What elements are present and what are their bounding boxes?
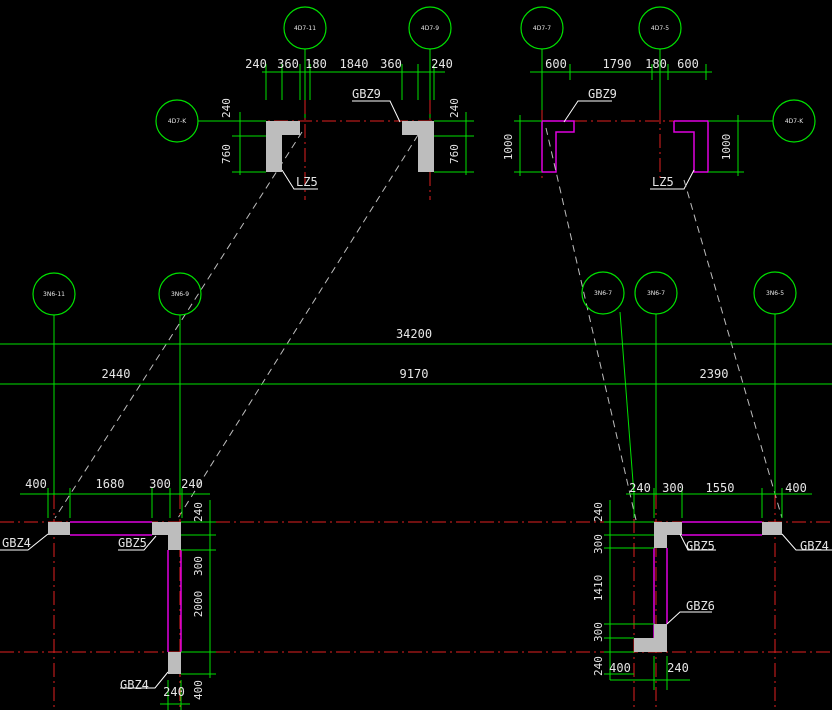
label-gbz9: GBZ9 <box>588 87 617 101</box>
label-gbz6: GBZ6 <box>686 599 715 613</box>
dim-text: 240 <box>163 685 185 699</box>
dim-text: 240 <box>181 477 203 491</box>
dim-text: 1000 <box>720 134 733 161</box>
top-grid-bubbles: 4D7-11 4D7-9 4D7-7 4D7-5 4D7-K 4D7-K <box>155 6 816 143</box>
grid-bubble-label: 3N6-9 <box>171 291 189 298</box>
dim-text: 400 <box>192 680 205 700</box>
dim-text: 300 <box>149 477 171 491</box>
dim-span: 2390 <box>700 367 729 381</box>
dim-text: 240 <box>592 502 605 522</box>
dim-text: 1000 <box>502 134 515 161</box>
column-gbz4-left[interactable] <box>48 522 70 535</box>
dim-text: 300 <box>662 481 684 495</box>
dim-text: 600 <box>545 57 567 71</box>
grid-bubble-label: 3N6-7 <box>594 290 612 297</box>
dim-text: 240 <box>192 502 205 522</box>
dim-text: 600 <box>677 57 699 71</box>
label-lz5: LZ5 <box>652 175 674 189</box>
dim-text: 300 <box>592 534 605 554</box>
dim-text: 1790 <box>603 57 632 71</box>
label-gbz4: GBZ4 <box>120 678 149 692</box>
column-gbz9[interactable] <box>402 121 434 172</box>
column-gbz6[interactable] <box>634 624 667 652</box>
bottom-left-plan: 400 1680 300 240 240 300 2000 400 240 <box>0 477 832 710</box>
label-gbz5: GBZ5 <box>118 536 147 550</box>
dim-text: 1680 <box>96 477 125 491</box>
dim-text: 360 <box>380 57 402 71</box>
label-gbz9: GBZ9 <box>352 87 381 101</box>
dim-text: 400 <box>609 661 631 675</box>
dim-text: 240 <box>245 57 267 71</box>
dim-text: 240 <box>431 57 453 71</box>
dim-text: 240 <box>629 481 651 495</box>
label-gbz5: GBZ5 <box>686 539 715 553</box>
grid-bubble-label: 4D7-7 <box>533 25 551 32</box>
dim-text: 240 <box>592 656 605 676</box>
overall-dimensions: 34200 2440 9170 2390 <box>0 327 832 385</box>
column-gbz5[interactable] <box>152 522 181 550</box>
column-gbz4[interactable] <box>762 522 782 535</box>
grid-bubble-label: 4D7-5 <box>651 25 669 32</box>
dim-text: 760 <box>220 144 233 164</box>
label-gbz4: GBZ4 <box>2 536 31 550</box>
grid-bubble-label: 4D7-K <box>168 118 187 125</box>
dim-text: 1840 <box>340 57 369 71</box>
label-gbz4: GBZ4 <box>800 539 829 553</box>
dim-text: 1550 <box>706 481 735 495</box>
dim-text: 400 <box>25 477 47 491</box>
dim-text: 400 <box>785 481 807 495</box>
bottom-grid-lines <box>53 311 776 496</box>
bottom-grid-bubbles: 3N6-11 3N6-9 3N6-7 3N6-7 3N6-5 <box>32 271 797 316</box>
dim-text: 1410 <box>592 575 605 602</box>
dim-span: 9170 <box>400 367 429 381</box>
dim-text: 360 <box>277 57 299 71</box>
column-gbz5[interactable] <box>654 522 682 548</box>
grid-bubble-3n6-7a[interactable] <box>581 271 625 315</box>
dashed-connectors <box>54 127 783 521</box>
grid-bubble-label: 3N6-11 <box>43 291 65 298</box>
grid-bubble-label: 3N6-5 <box>766 290 784 297</box>
dim-span: 2440 <box>102 367 131 381</box>
dim-total: 34200 <box>396 327 432 341</box>
dim-text: 180 <box>305 57 327 71</box>
bottom-right-plan: 240 300 1550 400 240 300 1410 300 240 <box>592 481 832 710</box>
column-gbz4-bottom[interactable] <box>168 652 181 674</box>
dim-text: 760 <box>448 144 461 164</box>
label-lz5: LZ5 <box>296 175 318 189</box>
grid-bubble-label: 3N6-7 <box>647 290 665 297</box>
column-lz5-outline[interactable] <box>673 120 709 173</box>
grid-bubble-label: 4D7-9 <box>421 25 439 32</box>
column-gbz9-outline[interactable] <box>541 120 575 173</box>
grid-bubble-label: 4D7-11 <box>294 25 316 32</box>
dim-text: 240 <box>448 98 461 118</box>
dim-text: 240 <box>220 98 233 118</box>
top-left-detail: 240 360 180 1840 360 240 240 760 240 760… <box>220 57 474 200</box>
dim-text: 300 <box>592 622 605 642</box>
dim-text: 300 <box>192 556 205 576</box>
dim-text: 2000 <box>192 591 205 618</box>
grid-bubble-label: 4D7-K <box>785 118 804 125</box>
column-lz5[interactable] <box>266 121 300 172</box>
dim-text: 180 <box>645 57 667 71</box>
dim-text: 240 <box>667 661 689 675</box>
top-right-detail: 600 1790 180 600 1000 1000 GBZ9 LZ5 <box>502 57 744 190</box>
